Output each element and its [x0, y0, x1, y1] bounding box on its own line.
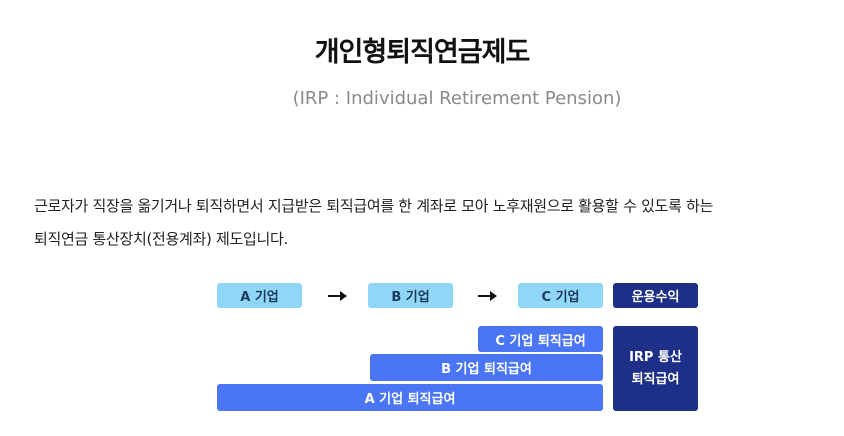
page-title: 개인형퇴직연금제도 — [314, 37, 531, 68]
arrow-right-icon — [478, 291, 497, 301]
company-c-box: C 기업 — [518, 283, 603, 308]
benefit-a-bar: A 기업 퇴직급여 — [217, 384, 603, 411]
benefit-b-bar: B 기업 퇴직급여 — [370, 354, 603, 381]
irp-total-box: IRP 통산 퇴직급여 — [613, 326, 698, 411]
returns-box: 운용수익 — [613, 283, 698, 308]
irp-total-line-2: 퇴직급여 — [631, 371, 680, 387]
arrow-right-icon — [328, 291, 347, 301]
description-line-2: 퇴직연금 통산장치(전용계좌) 제도입니다. — [34, 230, 289, 248]
description-text: 근로자가 직장을 옮기거나 퇴직하면서 지급받은 퇴직급여를 한 계좌로 모아 … — [34, 190, 834, 256]
irp-total-line-1: IRP 통산 — [629, 349, 682, 365]
company-a-box: A 기업 — [217, 283, 302, 308]
benefit-c-bar: C 기업 퇴직급여 — [478, 326, 603, 352]
description-line-1: 근로자가 직장을 옮기거나 퇴직하면서 지급받은 퇴직급여를 한 계좌로 모아 … — [34, 197, 714, 215]
page-subtitle: (IRP : Individual Retirement Pension) — [292, 88, 622, 109]
company-b-box: B 기업 — [368, 283, 453, 308]
